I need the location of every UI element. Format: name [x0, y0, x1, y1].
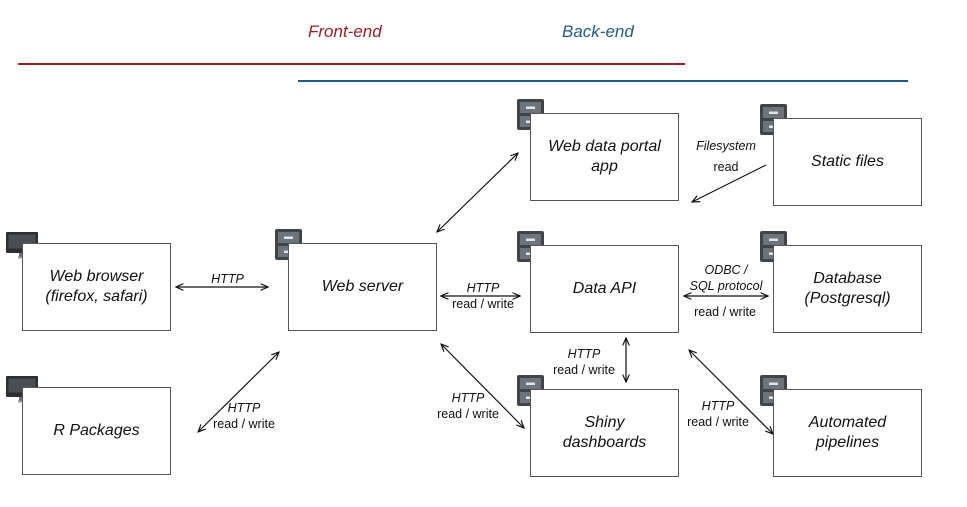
data-api-label: Data API — [572, 280, 637, 297]
edge-protocol: HTTP — [227, 401, 261, 415]
edge-mode: read / write — [553, 363, 615, 377]
arrow-static-portal — [692, 164, 767, 202]
edge-label-static-portal: Filesystem read — [688, 138, 764, 175]
edge-mode: read / write — [687, 415, 749, 429]
data-api-node: Data API — [530, 245, 679, 333]
web-server-label: Web server — [321, 278, 404, 295]
edge-label-api-shiny: HTTP read / write — [544, 346, 624, 378]
edge-label-pipelines-api: HTTP read / write — [678, 398, 758, 430]
pipelines-label: Automated pipelines — [808, 414, 887, 451]
database-node: Database (Postgresql) — [773, 245, 922, 333]
back-end-header: Back-end — [562, 22, 634, 41]
edge-label-api-database-mode: read / write — [685, 304, 765, 320]
web-portal-node: Web data portal app — [530, 113, 679, 201]
back-end-rule — [298, 80, 908, 82]
database-label: Database (Postgresql) — [804, 270, 891, 307]
arrow-api-pipelines — [689, 350, 773, 434]
edge-protocol: ODBC / — [704, 263, 748, 277]
edge-label-server-api: HTTP read / write — [443, 280, 523, 312]
edge-protocol: Filesystem — [696, 139, 756, 153]
edge-label-rpkg-server: HTTP read / write — [204, 400, 284, 432]
front-end-rule — [18, 63, 685, 65]
edge-protocol-2: SQL protocol — [689, 279, 763, 293]
front-end-header: Front-end — [308, 22, 382, 41]
static-files-node: Static files — [773, 118, 922, 206]
edge-protocol: HTTP — [211, 272, 244, 286]
edge-label-server-shiny: HTTP read / write — [428, 390, 508, 422]
edge-label-browser-server: HTTP — [200, 271, 255, 287]
arrow-server-portal — [437, 153, 518, 232]
edge-protocol: HTTP — [466, 281, 500, 295]
pipelines-node: Automated pipelines — [773, 389, 922, 477]
web-server-node: Web server — [288, 243, 437, 331]
static-files-label: Static files — [811, 153, 884, 170]
edge-protocol: HTTP — [701, 399, 735, 413]
web-portal-label: Web data portal app — [548, 138, 661, 175]
edge-label-api-database: ODBC / SQL protocol — [681, 262, 771, 294]
r-packages-node: R Packages — [22, 387, 171, 475]
r-packages-label: R Packages — [53, 422, 140, 439]
arrow-rpkg-server — [198, 352, 279, 432]
edge-protocol: HTTP — [567, 347, 601, 361]
edge-mode: read / write — [213, 417, 275, 431]
web-browser-node: Web browser (firefox, safari) — [22, 243, 171, 331]
edge-mode: read — [713, 160, 739, 174]
shiny-label: Shiny dashboards — [562, 414, 647, 451]
edge-mode: read / write — [694, 305, 756, 319]
shiny-node: Shiny dashboards — [530, 389, 679, 477]
arrow-server-shiny — [441, 344, 524, 428]
edge-mode: read / write — [437, 407, 499, 421]
edge-protocol: HTTP — [451, 391, 485, 405]
edge-mode: read / write — [452, 297, 514, 311]
web-browser-label: Web browser (firefox, safari) — [45, 268, 148, 305]
